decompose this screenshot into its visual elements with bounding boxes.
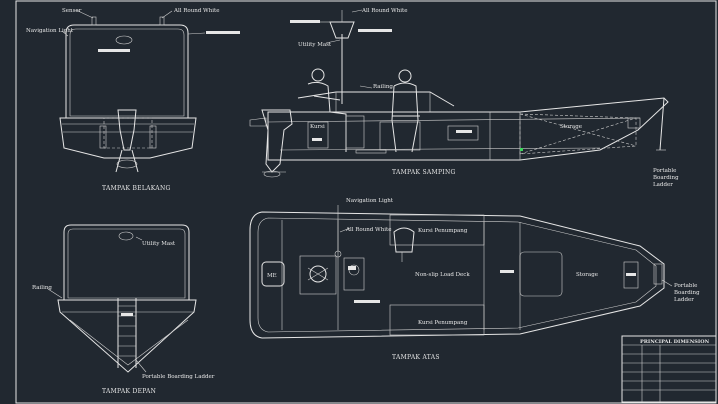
label-utility-mast-front: Utility Mast (142, 241, 176, 247)
label-all-round-white-side: All Round White (361, 8, 407, 14)
view-title-top: TAMPAK ATAS (392, 354, 440, 361)
label-non-slip-load-deck: Non-slip Load Deck (415, 272, 470, 278)
label-kursi-side: Kursi (310, 124, 325, 130)
label-portable-boarding-ladder-top-3: Ladder (674, 297, 694, 303)
label-portable-boarding-ladder-top-1: Portable (674, 283, 697, 289)
view-title-rear: TAMPAK BELAKANG (102, 185, 171, 192)
label-portable-boarding-ladder-side-1: Portable (653, 168, 676, 174)
side-view: All Round White Utility Mast Railing Sto… (249, 8, 679, 188)
label-storage-side: Storage (560, 124, 582, 130)
label-navigation-light-rear: Navigation Light (26, 28, 74, 34)
label-portable-boarding-ladder-top-2: Boarding (674, 290, 700, 296)
view-title-front: TAMPAK DEPAN (102, 388, 156, 395)
label-portable-boarding-ladder-side-3: Ladder (653, 182, 673, 188)
top-view: Kursi Penumpang Kursi Penumpang Non-slip… (249, 198, 700, 361)
view-title-side: TAMPAK SAMPING (392, 169, 456, 176)
label-navigation-light-top: Navigation Light (346, 198, 394, 204)
label-kursi-penumpang-top: Kursi Penumpang (418, 228, 468, 234)
label-all-round-white-rear: All Round White (173, 8, 219, 14)
label-storage-top: Storage (576, 272, 598, 278)
principal-dimension-block: PRINCIPAL DIMENSION (621, 335, 717, 403)
label-sensor: Sensor (62, 8, 82, 14)
label-utility-mast-side: Utility Mast (298, 42, 332, 48)
drawing-frame (15, 0, 717, 404)
front-view: Utility Mast Railing Portable Boarding L… (32, 224, 215, 395)
label-portable-boarding-ladder-side-2: Boarding (653, 175, 679, 181)
rear-view: Sensor All Round White Navigation Light … (26, 8, 240, 192)
label-railing-side: Railing (373, 84, 393, 90)
rear-center-tag (98, 49, 130, 52)
label-portable-boarding-ladder-front: Portable Boarding Ladder (142, 374, 215, 380)
label-kursi-penumpang-bottom: Kursi Penumpang (418, 320, 468, 326)
label-mesin-top: ME (267, 273, 277, 279)
label-all-round-white-top: All Round White (345, 227, 391, 233)
title-block-heading: PRINCIPAL DIMENSION (640, 339, 710, 345)
label-railing-front: Railing (32, 285, 52, 291)
